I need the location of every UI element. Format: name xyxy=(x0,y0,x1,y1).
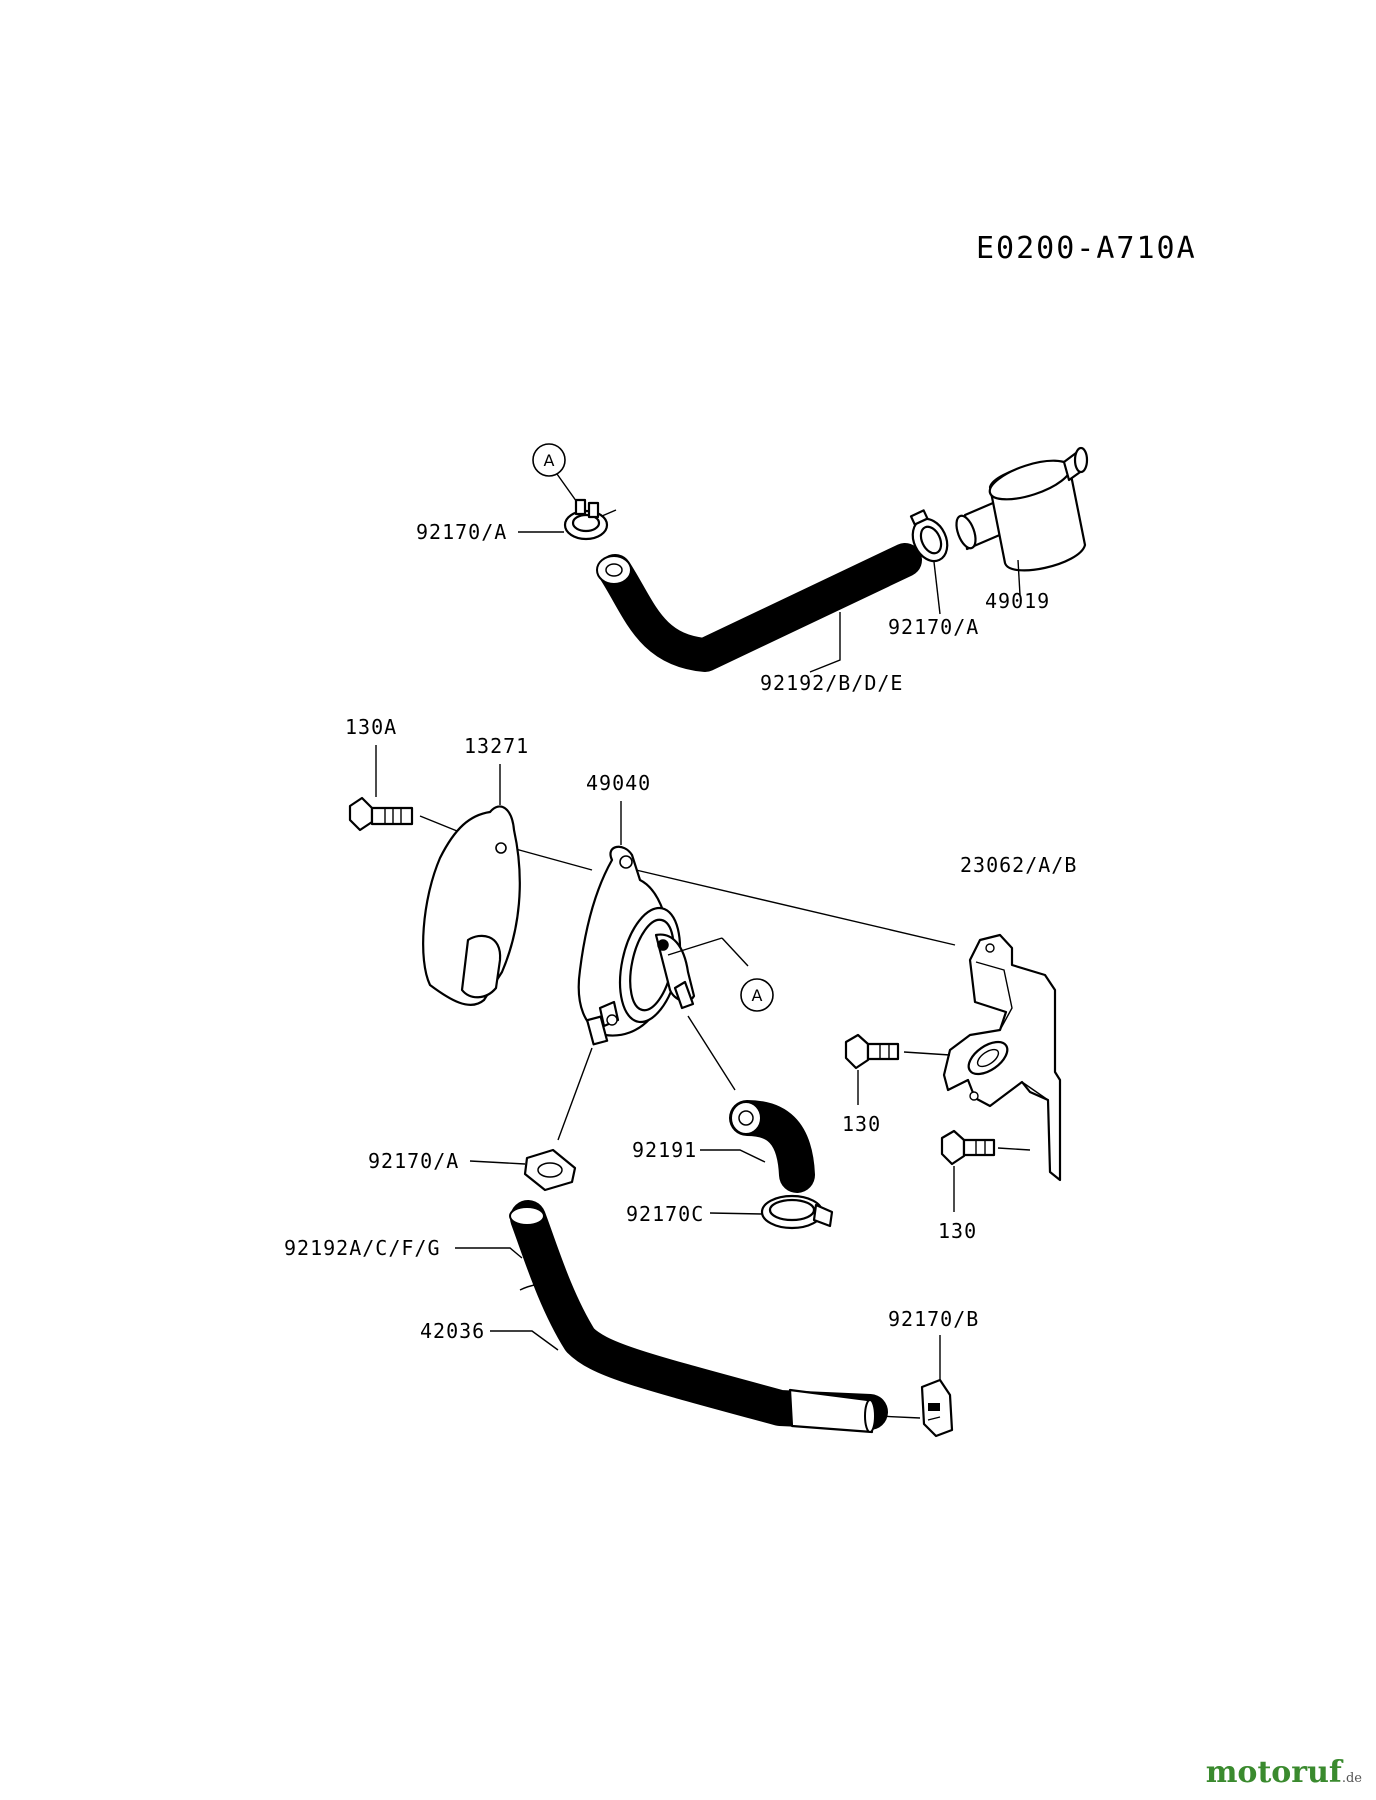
fuel-hose-lower[interactable] xyxy=(509,1200,888,1434)
label-13271: 13271 xyxy=(464,734,529,758)
diagram-code: E0200-A710A xyxy=(976,231,1197,266)
fuel-filter[interactable] xyxy=(953,446,1089,572)
hose-clamp-92170c[interactable] xyxy=(760,1194,834,1230)
svg-text:A: A xyxy=(752,986,763,1005)
pump-cover-13271[interactable] xyxy=(422,805,521,1006)
bracket-23062[interactable] xyxy=(942,933,1062,1182)
label-49040: 49040 xyxy=(586,771,651,795)
label-92192a-c-f-g: 92192A/C/F/G xyxy=(284,1236,441,1260)
label-92170-a-mid: 92170/A xyxy=(368,1149,459,1173)
callout-a-pump: A xyxy=(740,978,774,1012)
hose-clamp-top-right[interactable] xyxy=(906,509,954,566)
label-92191: 92191 xyxy=(632,1138,697,1162)
svg-text:A: A xyxy=(544,451,555,470)
label-42036: 42036 xyxy=(420,1319,485,1343)
watermark-logo: motoruf.de xyxy=(1205,1755,1362,1790)
bolt-130-lower[interactable] xyxy=(940,1129,996,1166)
bolt-130a[interactable] xyxy=(348,796,414,832)
hose-clamp-92170b[interactable] xyxy=(920,1378,954,1438)
bolt-130-upper[interactable] xyxy=(844,1033,900,1070)
label-23062-a-b: 23062/A/B xyxy=(960,853,1077,877)
label-92170c: 92170C xyxy=(626,1202,704,1226)
label-92170-a-top: 92170/A xyxy=(416,520,507,544)
fuel-pump-49040[interactable] xyxy=(577,845,696,1046)
label-92170-b: 92170/B xyxy=(888,1307,979,1331)
hose-clamp-mid[interactable] xyxy=(523,1148,577,1192)
fuel-hose-top[interactable] xyxy=(596,543,922,672)
hose-clamp-top-left[interactable] xyxy=(563,498,617,541)
label-130-lower: 130 xyxy=(938,1219,977,1243)
elbow-hose-92191[interactable] xyxy=(729,1100,815,1193)
label-49019: 49019 xyxy=(985,589,1050,613)
label-92170-a-top-right: 92170/A xyxy=(888,615,979,639)
label-130a: 130A xyxy=(345,715,397,739)
label-130-upper: 130 xyxy=(842,1112,881,1136)
label-92192-b-d-e: 92192/B/D/E xyxy=(760,671,903,695)
